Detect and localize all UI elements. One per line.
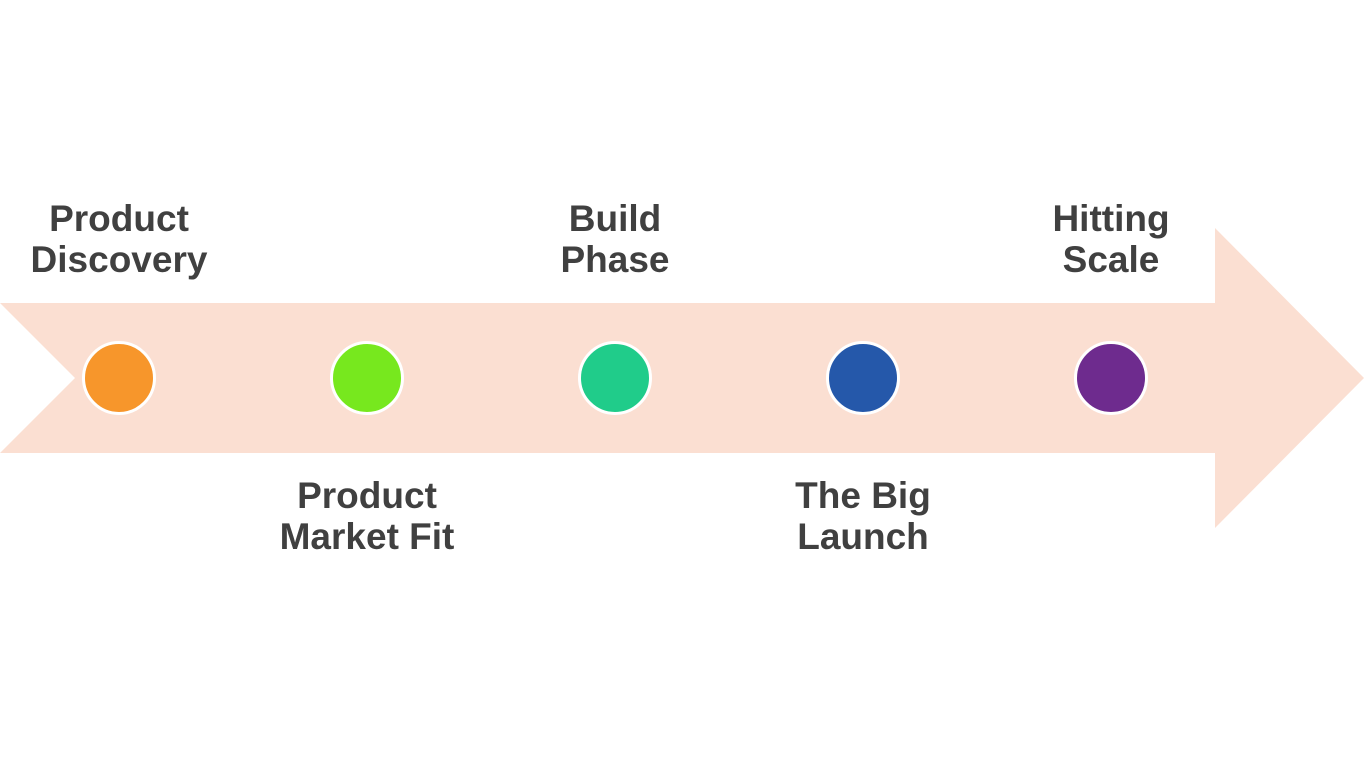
stage-label-line: Product [297,475,437,516]
stage-label-build-phase: Build Phase [485,198,745,280]
stage-label-line: Phase [560,239,670,280]
timeline-arrow [0,228,1364,528]
stage-label-line: Discovery [30,239,208,280]
stage-label-line: Product [49,198,189,239]
stage-label-line: Market Fit [279,516,455,557]
stage-label-line: Hitting [1052,198,1170,239]
stage-dot-product-discovery [82,341,156,415]
stage-label-product-discovery: Product Discovery [0,198,249,280]
stage-dot-build-phase [578,341,652,415]
stage-label-the-big-launch: The Big Launch [733,475,993,557]
stage-label-hitting-scale: Hitting Scale [981,198,1241,280]
stage-label-line: Build [568,198,662,239]
stage-dot-product-market-fit [330,341,404,415]
stage-label-line: Scale [1062,239,1160,280]
stage-dot-hitting-scale [1074,341,1148,415]
stage-label-product-market-fit: Product Market Fit [237,475,497,557]
stage-dot-the-big-launch [826,341,900,415]
stage-label-line: The Big [795,475,931,516]
stage-label-line: Launch [797,516,929,557]
